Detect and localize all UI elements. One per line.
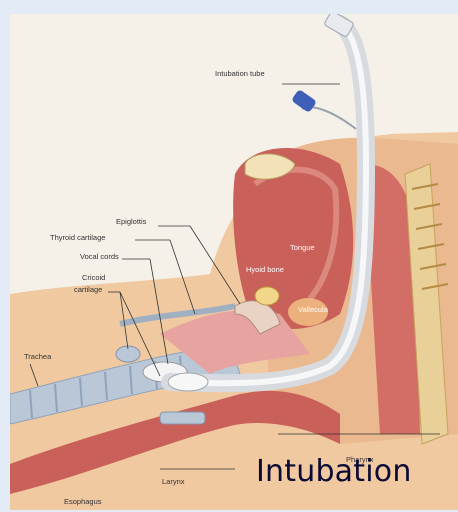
label-epiglottis: Epiglottis — [116, 217, 147, 226]
anatomy-illustration: Intubation tube Epiglottis Thyroid carti… — [10, 14, 458, 510]
hyoid-bone — [255, 287, 279, 305]
label-vocal-cords: Vocal cords — [80, 252, 119, 261]
label-tongue: Tongue — [290, 243, 315, 252]
label-larynx: Larynx — [162, 477, 185, 486]
label-esophagus: Esophagus — [64, 497, 102, 506]
intubation-diagram: Intubation tube Epiglottis Thyroid carti… — [10, 14, 458, 510]
label-thyroid-cartilage: Thyroid cartilage — [50, 233, 105, 242]
label-trachea: Trachea — [24, 352, 52, 361]
caption-intubation: Intubation — [256, 454, 412, 489]
label-hyoid-bone: Hyoid bone — [246, 265, 284, 274]
label-cricoid-line1: Cricoid — [82, 273, 105, 282]
pilot-balloon — [291, 89, 317, 113]
label-vallecula: Vallecula — [298, 305, 329, 314]
label-cricoid-line2: cartilage — [74, 285, 102, 294]
label-intubation-tube: Intubation tube — [215, 69, 265, 78]
tube-cuff — [168, 373, 208, 391]
larynx-block — [160, 412, 205, 424]
